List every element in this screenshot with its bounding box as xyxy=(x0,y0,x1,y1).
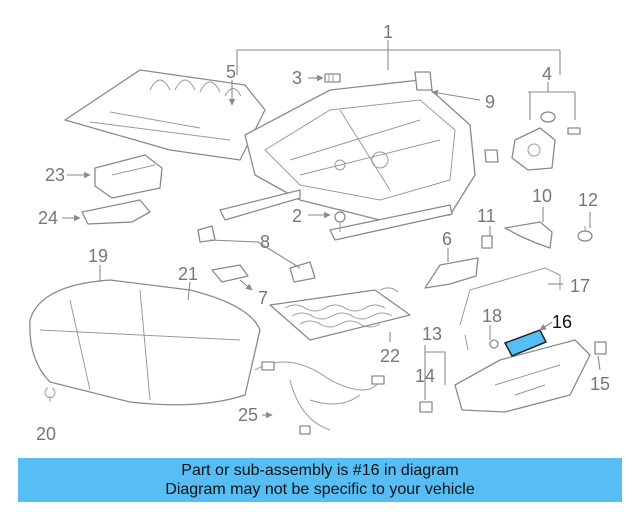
part-15-clip xyxy=(594,341,607,355)
callout-2: 2 xyxy=(292,206,302,226)
leader-lines xyxy=(62,40,601,419)
caption-bar: Part or sub-assembly is #16 in diagram D… xyxy=(18,458,622,502)
part-19-cushion xyxy=(29,279,261,406)
callout-10: 10 xyxy=(532,186,552,206)
part-11-clip xyxy=(481,235,493,249)
callout-21: 21 xyxy=(178,264,198,284)
part-18-screw xyxy=(489,339,499,349)
callout-20: 20 xyxy=(36,424,56,444)
part-2-screw xyxy=(334,211,346,232)
callout-19: 19 xyxy=(88,246,108,266)
part-13-side-shield xyxy=(454,339,591,413)
part-25-harness xyxy=(254,361,385,435)
callout-24: 24 xyxy=(38,208,58,228)
part-16-switch-highlighted xyxy=(503,329,548,357)
callout-23: 23 xyxy=(45,165,65,185)
callout-13: 13 xyxy=(422,324,442,344)
callout-25: 25 xyxy=(238,405,258,425)
callout-7: 7 xyxy=(258,288,268,308)
callout-12: 12 xyxy=(578,190,598,210)
part-6-trim xyxy=(424,257,479,289)
part-4-cover-set xyxy=(511,111,581,171)
part-1-seat-frame xyxy=(219,79,476,241)
part-5-seat-pan xyxy=(64,69,266,161)
part-20-clip xyxy=(44,387,56,402)
part-24-bracket xyxy=(81,199,151,225)
part-14-clip xyxy=(419,401,433,413)
part-3-bolt xyxy=(324,73,341,83)
callout-labels: 1 2 3 4 5 6 7 8 9 10 11 12 13 14 15 16 1… xyxy=(36,22,610,444)
part-23-module xyxy=(94,154,163,199)
callout-8: 8 xyxy=(260,232,270,252)
callout-15: 15 xyxy=(590,374,610,394)
callout-1: 1 xyxy=(383,22,393,42)
callout-4: 4 xyxy=(542,64,552,84)
part-12-knob xyxy=(577,226,593,242)
callout-14: 14 xyxy=(415,366,435,386)
part-21-cover xyxy=(211,264,249,283)
callout-5: 5 xyxy=(226,62,236,82)
callout-6: 6 xyxy=(442,229,452,249)
part-22-mat xyxy=(269,287,411,341)
callout-3: 3 xyxy=(292,68,302,88)
callout-22: 22 xyxy=(380,346,400,366)
caption-line-1: Part or sub-assembly is #16 in diagram xyxy=(181,462,459,479)
callout-11: 11 xyxy=(477,206,496,226)
part-9-brackets xyxy=(414,71,499,163)
callout-9: 9 xyxy=(485,92,495,112)
caption-line-2: Diagram may not be specific to your vehi… xyxy=(165,481,475,498)
part-10-bracket xyxy=(504,221,553,249)
part-7-clip xyxy=(239,279,253,291)
callout-16-highlighted: 16 xyxy=(552,312,572,332)
parts-diagram: 1 2 3 4 5 6 7 8 9 10 11 12 13 14 15 16 1… xyxy=(29,22,610,444)
callout-17: 17 xyxy=(570,276,590,296)
part-17-frame xyxy=(459,267,561,351)
callout-18: 18 xyxy=(482,306,502,326)
